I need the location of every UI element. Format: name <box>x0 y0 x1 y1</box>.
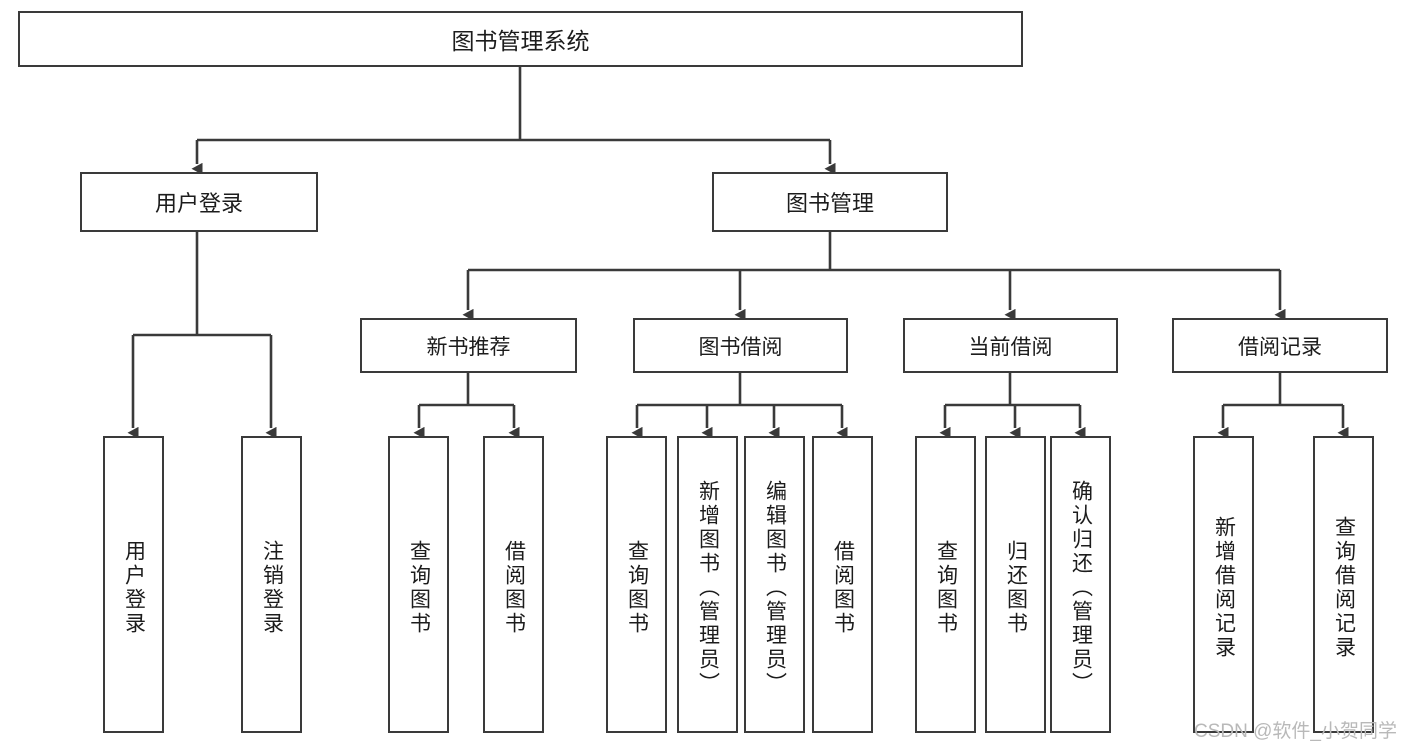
node-leaf-query-book-1-label: 查询图书 <box>407 539 431 636</box>
node-leaf-edit-book-label: 编辑图书（管理员） <box>763 479 787 696</box>
node-leaf-user-logout-label: 注销登录 <box>260 539 284 636</box>
node-leaf-borrow-book-1[interactable]: 借阅图书 <box>483 436 544 733</box>
node-borrow-record-label: 借阅记录 <box>1238 335 1322 359</box>
node-leaf-query-book-3-label: 查询图书 <box>934 539 958 636</box>
node-leaf-add-record[interactable]: 新增借阅记录 <box>1193 436 1254 733</box>
node-book-manage-label: 图书管理 <box>785 191 874 216</box>
node-leaf-user-logout[interactable]: 注销登录 <box>241 436 302 733</box>
node-leaf-add-book-label: 新增图书（管理员） <box>696 479 720 696</box>
node-root[interactable]: 图书管理系统 <box>18 11 1023 67</box>
node-leaf-query-book-1[interactable]: 查询图书 <box>388 436 449 733</box>
node-leaf-query-record-label: 查询借阅记录 <box>1332 515 1356 660</box>
node-leaf-borrow-book-1-label: 借阅图书 <box>502 539 526 636</box>
node-user-login[interactable]: 用户登录 <box>80 172 318 232</box>
node-user-login-label: 用户登录 <box>154 191 243 216</box>
node-leaf-borrow-book-2[interactable]: 借阅图书 <box>812 436 873 733</box>
node-leaf-add-record-label: 新增借阅记录 <box>1212 515 1236 660</box>
node-leaf-return-book-label: 归还图书 <box>1004 539 1028 636</box>
node-leaf-user-login-label: 用户登录 <box>122 539 146 636</box>
node-leaf-confirm-return[interactable]: 确认归还（管理员） <box>1050 436 1111 733</box>
node-leaf-query-book-2[interactable]: 查询图书 <box>606 436 667 733</box>
node-root-label: 图书管理系统 <box>451 28 590 54</box>
node-leaf-query-book-2-label: 查询图书 <box>625 539 649 636</box>
node-leaf-borrow-book-2-label: 借阅图书 <box>831 539 855 636</box>
node-book-borrow[interactable]: 图书借阅 <box>633 318 848 373</box>
node-leaf-user-login[interactable]: 用户登录 <box>103 436 164 733</box>
node-leaf-confirm-return-label: 确认归还（管理员） <box>1069 479 1093 696</box>
node-leaf-edit-book[interactable]: 编辑图书（管理员） <box>744 436 805 733</box>
node-new-book-rec[interactable]: 新书推荐 <box>360 318 577 373</box>
node-book-manage[interactable]: 图书管理 <box>712 172 948 232</box>
node-borrow-record[interactable]: 借阅记录 <box>1172 318 1388 373</box>
node-leaf-add-book[interactable]: 新增图书（管理员） <box>677 436 738 733</box>
node-current-borrow[interactable]: 当前借阅 <box>903 318 1118 373</box>
node-leaf-query-record[interactable]: 查询借阅记录 <box>1313 436 1374 733</box>
node-book-borrow-label: 图书借阅 <box>698 335 783 359</box>
node-current-borrow-label: 当前借阅 <box>968 335 1053 359</box>
watermark: CSDN @软件_小贺同学 <box>1194 721 1397 742</box>
node-leaf-query-book-3[interactable]: 查询图书 <box>915 436 976 733</box>
node-new-book-rec-label: 新书推荐 <box>426 335 511 359</box>
node-leaf-return-book[interactable]: 归还图书 <box>985 436 1046 733</box>
